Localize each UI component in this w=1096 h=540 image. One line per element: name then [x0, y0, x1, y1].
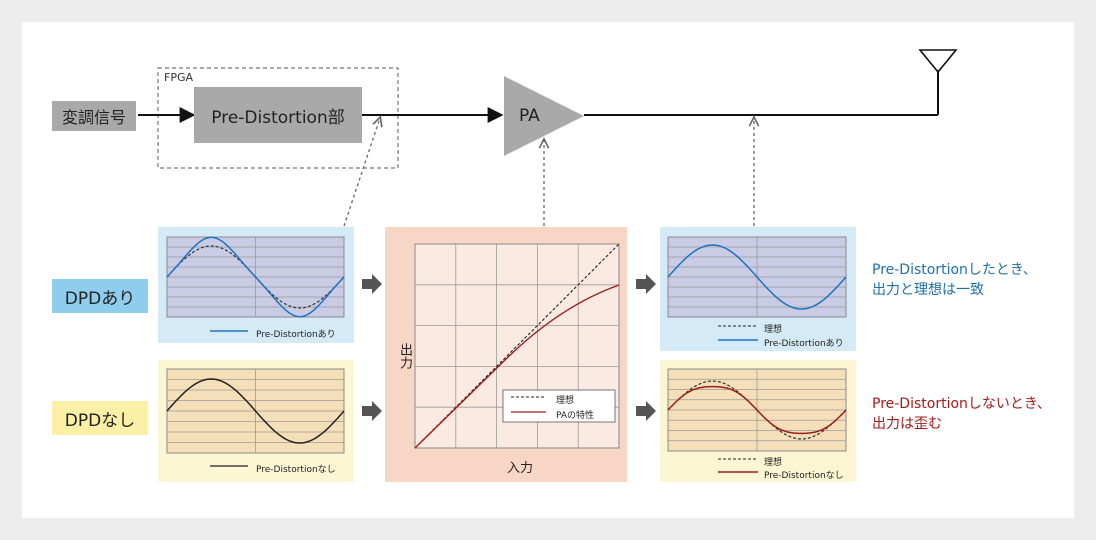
legend-pa-characteristic: PAの特性 [556, 411, 595, 421]
flow-arrow-with-input [362, 274, 382, 294]
flow-arrow-without-output [636, 401, 656, 421]
legend-pa-ideal: 理想 [556, 396, 575, 406]
legend-with-input: Pre-Distortionあり [256, 330, 336, 340]
legend-with-output-curve: Pre-Distortionあり [764, 339, 844, 349]
predistortion-block: Pre-Distortion部 [194, 87, 362, 143]
row-tag-without-dpd: DPDなし [52, 401, 148, 435]
note-with-dpd-line2: 出力と理想は一致 [872, 282, 984, 298]
input-signal-block: 変調信号 [52, 101, 136, 131]
pa-legend-box [502, 389, 616, 423]
fpga-boundary [157, 67, 399, 169]
antenna-icon [918, 49, 958, 115]
pa-chart-x-label: 入力 [507, 461, 534, 476]
flow-arrow-without-input [362, 401, 382, 421]
predistortion-label: Pre-Distortion部 [211, 107, 345, 128]
pa-characteristic-curve [414, 284, 620, 449]
note-with-dpd-line1: Pre-Distortionしたとき、 [872, 262, 1037, 278]
curve-with-output [667, 244, 847, 310]
note-without-dpd-line2: 出力は歪む [872, 416, 942, 432]
curve-without-output-distorted [667, 385, 847, 435]
pa-ideal-line [414, 243, 620, 449]
curve-without-input [166, 378, 345, 444]
row-tag-without-dpd-label: DPDなし [64, 410, 136, 431]
legend-without-output-ideal: 理想 [764, 458, 783, 468]
pa-chart-y-label: 出力 [397, 343, 412, 369]
row-tag-with-dpd-label: DPDあり [64, 288, 136, 309]
curve-with-input-predistorted [166, 236, 345, 318]
pa-label: PA [519, 106, 540, 126]
legend-without-output-curve: Pre-Distortionなし [764, 471, 844, 481]
legend-without-input: Pre-Distortionなし [256, 465, 336, 475]
fpga-label: FPGA [164, 71, 194, 84]
row-tag-with-dpd: DPDあり [52, 279, 148, 313]
pa-amplifier [504, 76, 584, 156]
feedback-arrow-predistortion [343, 118, 380, 227]
flow-arrow-with-output [636, 274, 656, 294]
note-without-dpd-line1: Pre-Distortionしないとき、 [872, 396, 1051, 412]
legend-with-output-ideal: 理想 [764, 325, 783, 335]
input-signal-label: 変調信号 [61, 108, 126, 127]
